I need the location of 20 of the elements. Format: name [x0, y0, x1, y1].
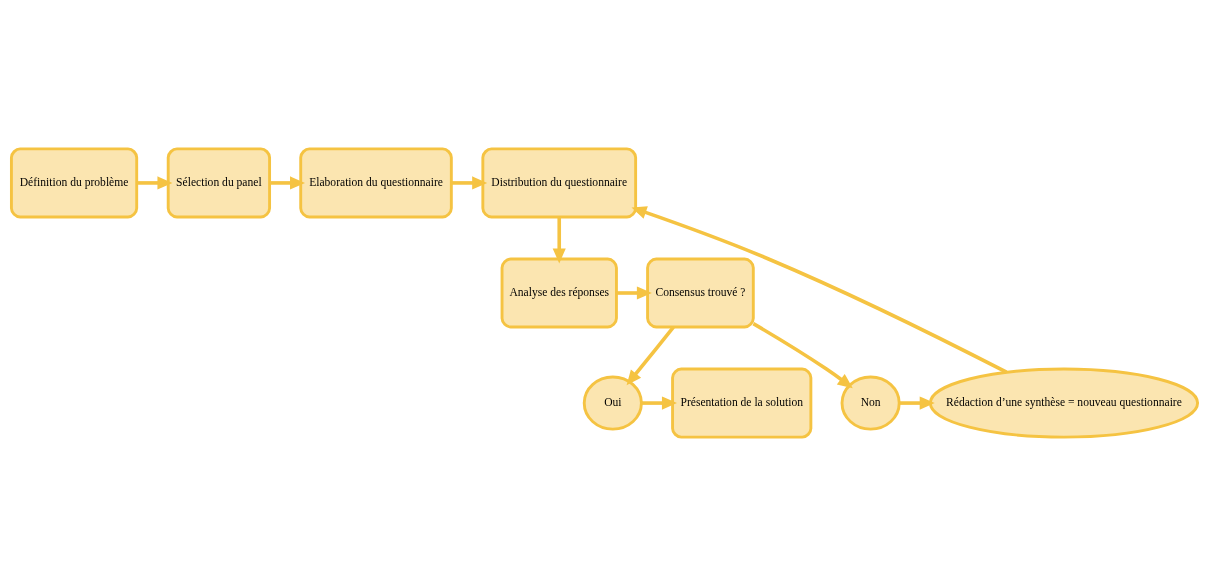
arrow [631, 205, 1008, 374]
arrow [626, 325, 675, 385]
arrow [451, 175, 488, 189]
arrow [899, 396, 935, 410]
node-box: Distribution du questionnaire [481, 146, 638, 218]
arrow [552, 216, 566, 263]
node-circle: Oui [582, 375, 643, 431]
node-ellipse: Rédaction d’une synthèse = nouveau questionnaire [928, 367, 1200, 439]
node-circle: Non [840, 375, 901, 431]
arrow [752, 321, 853, 388]
arrow [616, 285, 652, 300]
arrow [136, 175, 173, 189]
node-box: Analyse des réponses [500, 257, 618, 328]
node-box: Consensus trouvé ? [646, 257, 755, 328]
node-box: Définition du problème [9, 146, 139, 218]
arrow [641, 396, 677, 410]
node-box: Présentation de la solution [671, 367, 813, 439]
arrow [269, 175, 306, 189]
node-box: Sélection du panel [166, 146, 272, 218]
node-box: Elaboration du questionnaire [299, 146, 453, 218]
